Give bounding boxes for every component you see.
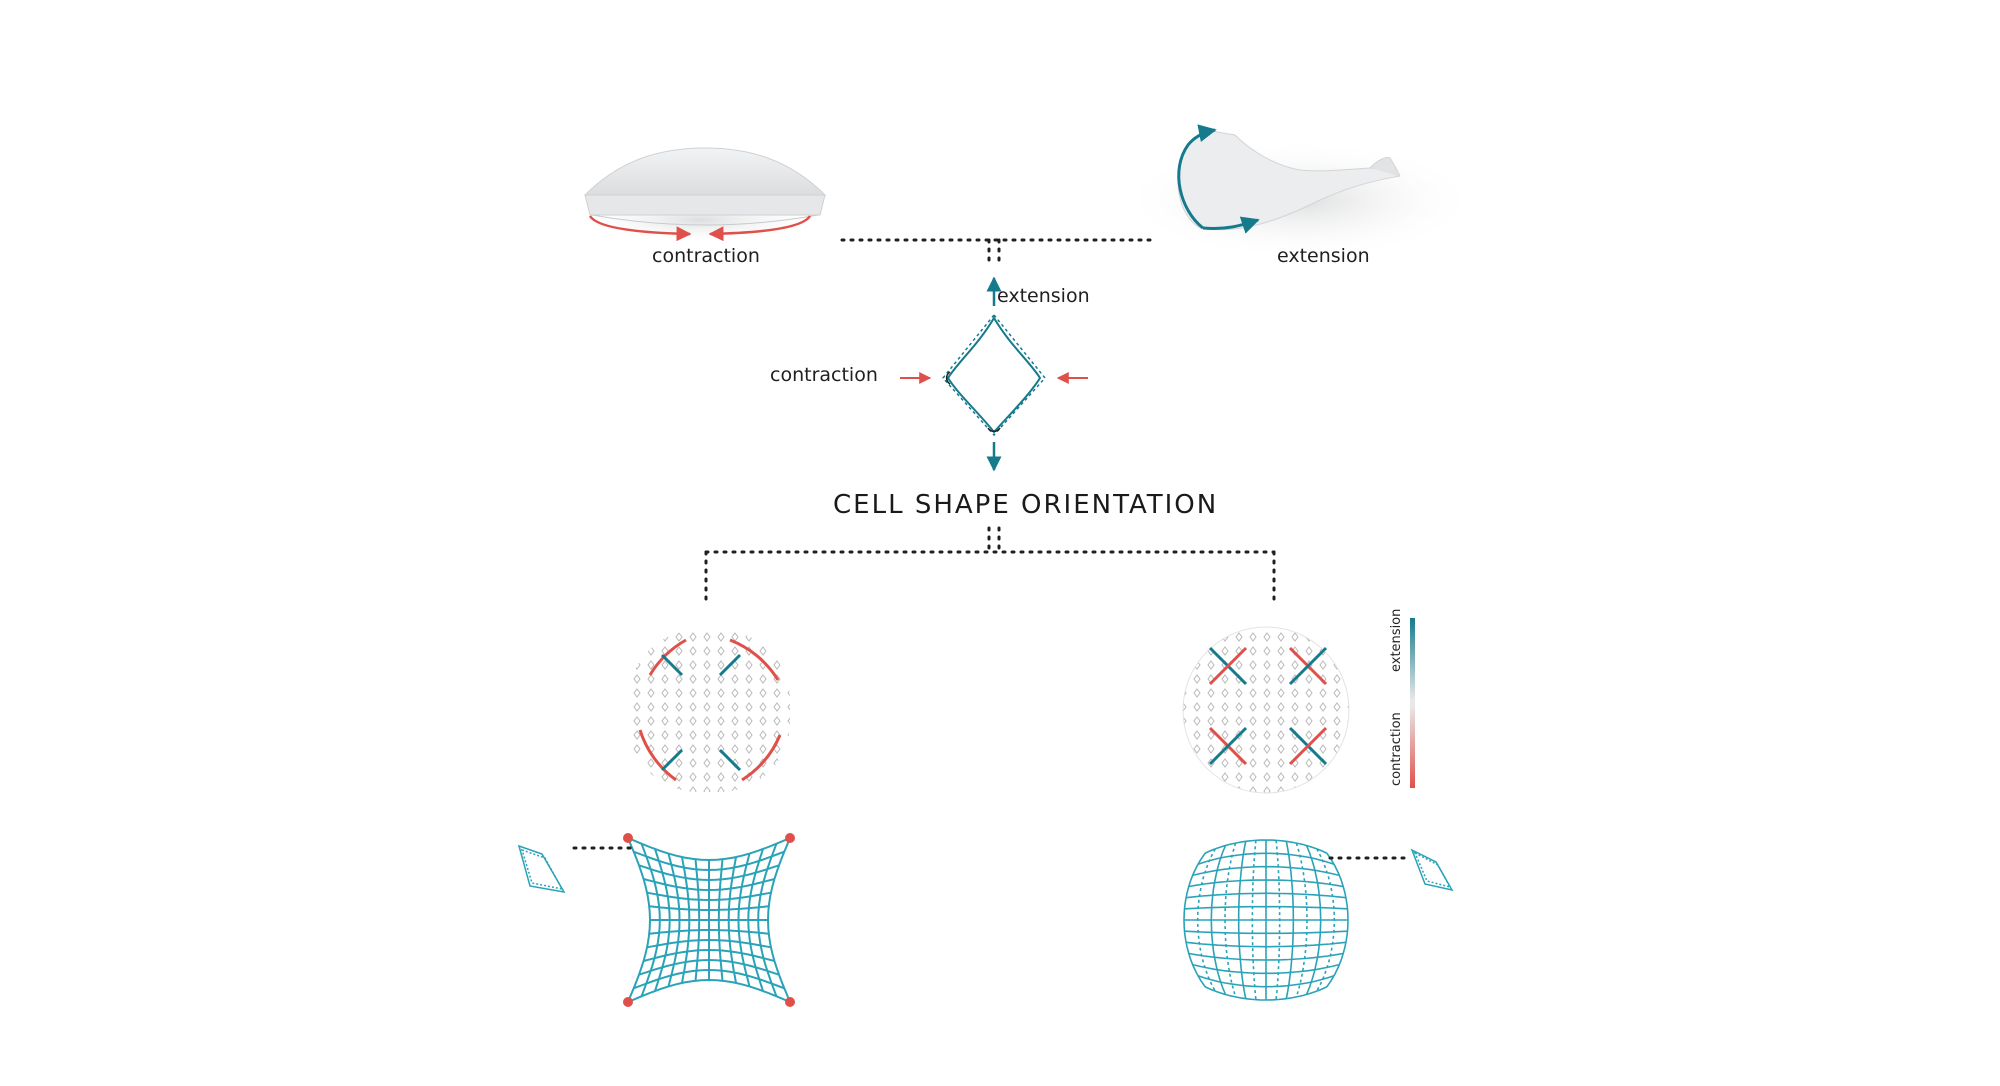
concave-grid-corner-dots bbox=[623, 833, 795, 1007]
grid-line bbox=[757, 843, 778, 997]
grid-line bbox=[1192, 963, 1340, 975]
legend-color-bar bbox=[1410, 618, 1415, 788]
saddle-shape-extension bbox=[1120, 129, 1480, 260]
grid-line bbox=[627, 837, 652, 1003]
contraction-arrows-dome bbox=[588, 215, 812, 242]
cell-diamond bbox=[942, 313, 1046, 437]
grid-line bbox=[1315, 848, 1336, 992]
grid-line bbox=[1204, 986, 1328, 1001]
cell-contraction-label: contraction bbox=[770, 364, 878, 386]
legend-extension-label: extension bbox=[1389, 608, 1404, 672]
grid-line bbox=[627, 978, 791, 1003]
grid-line bbox=[1224, 842, 1237, 998]
right-small-cell bbox=[1410, 848, 1454, 892]
grid-line bbox=[633, 968, 785, 990]
convex-grid-mesh bbox=[1183, 839, 1349, 1001]
grid-line bbox=[627, 837, 791, 862]
grid-line bbox=[1326, 852, 1349, 988]
grid-line bbox=[1295, 842, 1308, 998]
legend-contraction-label: contraction bbox=[1389, 712, 1404, 786]
left-small-cell bbox=[517, 844, 566, 894]
page-title: CELL SHAPE ORIENTATION bbox=[833, 490, 1219, 520]
cell-extension-label: extension bbox=[997, 285, 1090, 307]
middle-dotted-connector bbox=[704, 526, 1276, 604]
extension-disc-field bbox=[1182, 626, 1350, 794]
concave-grid-mesh bbox=[627, 837, 791, 1003]
top-dotted-connector bbox=[840, 238, 1152, 264]
dome-shape-contraction bbox=[570, 147, 830, 244]
top-right-extension-label: extension bbox=[1277, 245, 1370, 267]
grid-line bbox=[638, 958, 780, 976]
top-left-contraction-label: contraction bbox=[652, 245, 760, 267]
contraction-disc-field bbox=[628, 630, 790, 792]
grid-line bbox=[766, 837, 791, 1003]
grid-line bbox=[1197, 975, 1335, 988]
extension-arrows-saddle bbox=[1177, 124, 1260, 234]
